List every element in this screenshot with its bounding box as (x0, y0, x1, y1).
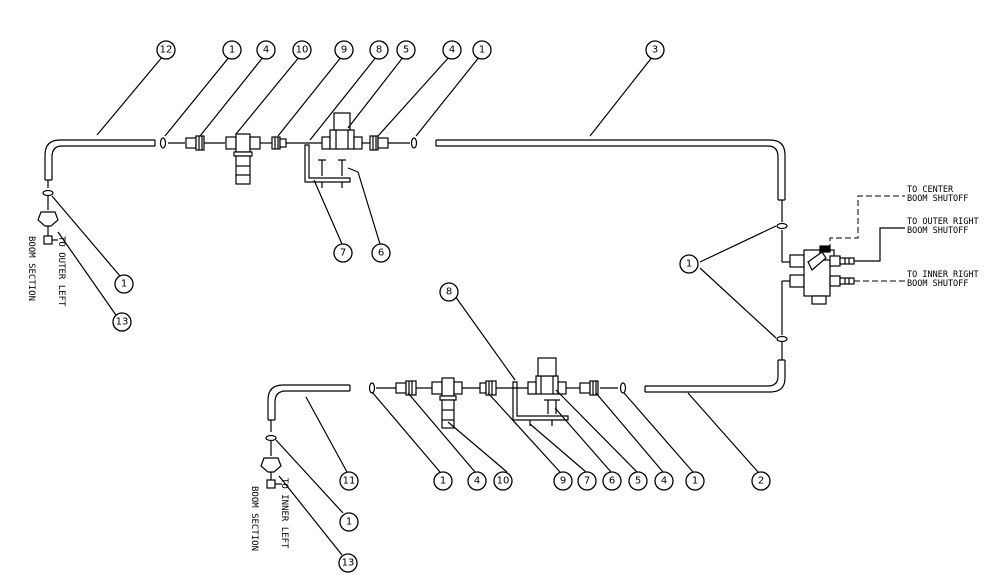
balloon: 13 (338, 553, 358, 573)
svg-text:8: 8 (376, 45, 382, 56)
clamp (410, 137, 418, 149)
hose-11 (267, 384, 350, 420)
svg-text:5: 5 (635, 476, 641, 487)
strainer-10 (431, 377, 463, 429)
balloon: 4 (442, 40, 462, 60)
balloon: 7 (577, 471, 597, 491)
hose-12 (44, 139, 155, 180)
svg-text:4: 4 (449, 45, 455, 56)
fitting-4 (579, 380, 599, 396)
svg-text:11: 11 (343, 476, 356, 487)
svg-text:4: 4 (474, 476, 480, 487)
svg-text:5: 5 (403, 45, 409, 56)
svg-text:12: 12 (160, 45, 173, 56)
label-to-center-sub: BOOM SHUTOFF (907, 194, 968, 204)
svg-text:6: 6 (378, 248, 384, 259)
fitting-9 (271, 136, 287, 150)
fitting-4 (395, 380, 417, 396)
fitting-4 (185, 135, 205, 151)
label-to-inner-right-sub: BOOM SHUTOFF (907, 279, 968, 289)
svg-text:1: 1 (121, 279, 127, 290)
balloon: 6 (371, 243, 391, 263)
screws-6 (318, 159, 346, 188)
svg-text:9: 9 (341, 45, 347, 56)
balloon: 4 (256, 40, 276, 60)
svg-text:1: 1 (479, 45, 485, 56)
svg-text:9: 9 (560, 476, 566, 487)
balloon: 9 (553, 471, 573, 491)
label-to-inner-right: TO INNER RIGHT (907, 270, 979, 280)
svg-text:1: 1 (229, 45, 235, 56)
svg-text:1: 1 (692, 476, 698, 487)
balloon: 3 (645, 40, 665, 60)
balloon: 10 (493, 471, 513, 491)
svg-text:6: 6 (609, 476, 615, 487)
svg-text:10: 10 (497, 476, 510, 487)
clamp (776, 335, 788, 343)
svg-text:7: 7 (584, 476, 590, 487)
svg-text:4: 4 (661, 476, 667, 487)
label-to-outer-left: TO OUTER LEFT (56, 236, 66, 307)
label-inner-left-section: BOOM SECTION (249, 486, 259, 551)
clamp (265, 434, 277, 442)
balloon: 8 (439, 282, 459, 302)
label-to-inner-left: TO INNER LEFT (279, 478, 289, 549)
bracket-7 (304, 144, 351, 183)
valve-5 (527, 357, 567, 395)
svg-text:13: 13 (342, 558, 355, 569)
balloon: 1 (679, 254, 699, 274)
balloon: 4 (654, 471, 674, 491)
balloon: 12 (156, 40, 176, 60)
balloon: 6 (602, 471, 622, 491)
balloon: 4 (467, 471, 487, 491)
label-to-center: TO CENTER (907, 185, 954, 195)
balloon: 1 (685, 471, 705, 491)
balloon: 10 (292, 40, 312, 60)
strainer-10 (225, 133, 261, 185)
svg-text:13: 13 (116, 317, 129, 328)
nozzle-13 (37, 211, 59, 245)
balloon: 9 (334, 40, 354, 60)
svg-text:2: 2 (758, 476, 764, 487)
balloon: 5 (396, 40, 416, 60)
fitting-9 (479, 380, 497, 396)
balloon: 1 (114, 274, 134, 294)
balloon: 2 (751, 471, 771, 491)
svg-text:1: 1 (440, 476, 446, 487)
manifold (789, 245, 855, 305)
svg-text:10: 10 (296, 45, 309, 56)
clamp (42, 189, 54, 197)
svg-text:1: 1 (346, 517, 352, 528)
balloon: 1 (222, 40, 242, 60)
balloon: 5 (628, 471, 648, 491)
hose-3 (436, 139, 786, 200)
balloon: 13 (112, 312, 132, 332)
hose-12-inner (51, 145, 155, 180)
balloon: 1 (472, 40, 492, 60)
balloon: 8 (369, 40, 389, 60)
balloon: 11 (339, 471, 359, 491)
balloon: 7 (333, 243, 353, 263)
label-to-outer-right-sub: BOOM SHUTOFF (907, 226, 968, 236)
balloon: 1 (433, 471, 453, 491)
svg-text:1: 1 (686, 259, 692, 270)
leader-lines (51, 55, 777, 556)
clamp (776, 222, 788, 230)
hose-2 (645, 360, 786, 393)
clamp (619, 382, 627, 394)
svg-text:8: 8 (446, 287, 452, 298)
label-outer-left-section: BOOM SECTION (26, 236, 36, 301)
valve-5 (321, 112, 363, 150)
balloon: 1 (339, 512, 359, 532)
svg-text:7: 7 (340, 248, 346, 259)
clamp (368, 382, 376, 394)
clamp (159, 137, 167, 149)
label-to-outer-right: TO OUTER RIGHT (907, 217, 979, 227)
screws-6 (529, 399, 560, 426)
svg-text:4: 4 (263, 45, 269, 56)
fitting-4 (369, 135, 389, 151)
svg-text:3: 3 (652, 45, 658, 56)
